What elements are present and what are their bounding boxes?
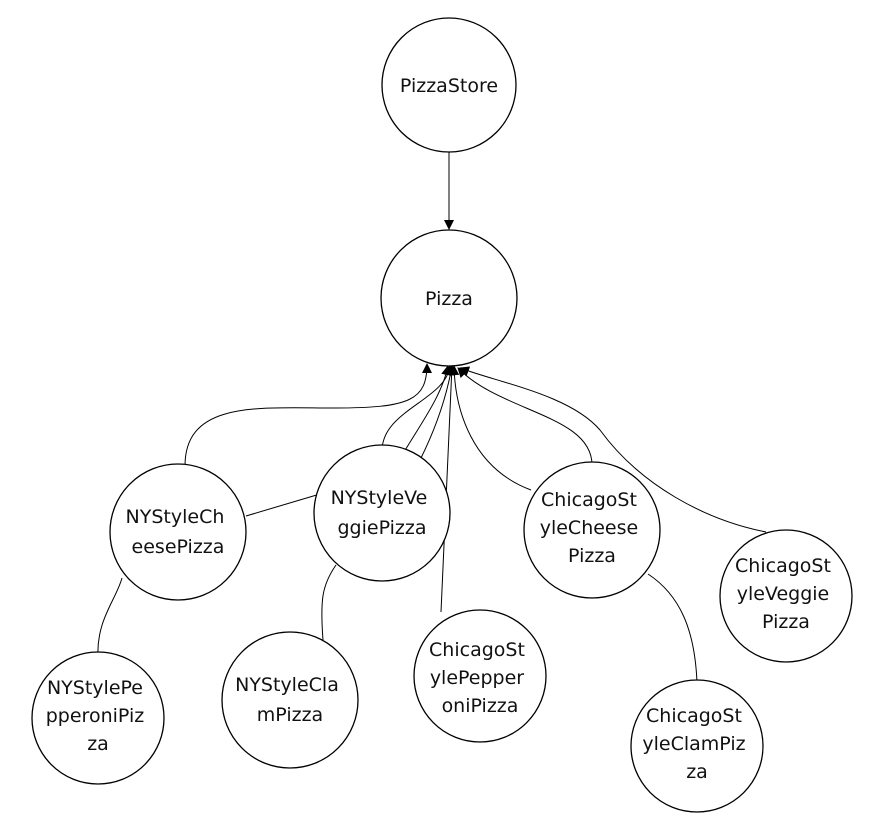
edge-chicagoclam-chicagocheese: [647, 573, 698, 684]
edge-chicagoclam-to-pizza: [449, 365, 532, 491]
edge-nycheese-to-pizza: [184, 363, 432, 467]
edge-nyclam-nyveggie: [321, 564, 337, 641]
node-nystylepepperonipizza-circle: [31, 651, 165, 785]
node-nystyleclampizza-circle: [221, 631, 359, 769]
node-nystylepepperonipizza: NYStylePe pperoniPiz za: [31, 651, 165, 785]
node-pizza-circle: [380, 229, 518, 367]
node-pizzastore-label: PizzaStore: [400, 75, 498, 97]
node-pizzastore: PizzaStore: [381, 17, 517, 153]
node-chicagostyleclampizza: ChicagoSt yleClamPiz za: [630, 679, 764, 813]
node-chicagostyleveggiepizza: ChicagoSt yleVeggie Pizza: [719, 529, 853, 663]
node-pizzastore-circle: [381, 17, 517, 153]
node-pizza-label: Pizza: [425, 288, 473, 310]
node-chicagostyleclampizza-label: ChicagoSt yleClamPiz za: [642, 705, 751, 783]
node-nystylecheesepizza-label: NYStyleCh eesePizza: [126, 506, 231, 558]
node-nystylecheesepizza: NYStyleCh eesePizza: [109, 463, 247, 601]
node-pizza: Pizza: [380, 229, 518, 367]
edge-nycheese-nyveggie: [245, 493, 321, 517]
edge-chicagopepperoni-to-pizza: [440, 365, 457, 613]
node-nystyleclampizza-label: NYStyleCla mPizza: [235, 674, 345, 726]
node-chicagostylepepperonipizza-label: ChicagoSt ylePepper oniPizza: [429, 639, 531, 717]
edge-chicagocheese-to-pizza: [457, 367, 593, 466]
node-chicagostyleveggiepizza-label: ChicagoSt yleVeggie Pizza: [735, 555, 837, 633]
node-chicagostylepepperonipizza: ChicagoSt ylePepper oniPizza: [413, 609, 547, 743]
edge-nypepperoni-nycheese: [97, 577, 123, 659]
node-nystylecheesepizza-circle: [109, 463, 247, 601]
edge-nyclam-to-pizza: [419, 365, 456, 461]
node-nystyleveggiepizza: NYStyleVe ggiePizza: [313, 444, 451, 582]
node-nystyleclampizza: NYStyleCla mPizza: [221, 631, 359, 769]
node-nystyleveggiepizza-label: NYStyleVe ggiePizza: [331, 487, 434, 539]
edge-chicagoveggie-to-pizza: [459, 366, 767, 533]
node-chicagostylecheesepizza: ChicagoSt yleCheese Pizza: [523, 461, 661, 599]
node-chicagostyleclampizza-circle: [630, 679, 764, 813]
edge-nyveggie-to-pizza: [381, 365, 454, 452]
node-nystylepepperonipizza-label: NYStylePe pperoniPiz za: [46, 677, 151, 755]
node-chicagostylecheesepizza-label: ChicagoSt yleCheese Pizza: [540, 489, 645, 567]
node-chicagostyleveggiepizza-circle: [719, 529, 853, 663]
node-chicagostylecheesepizza-circle: [523, 461, 661, 599]
edge-nypepperoni-to-pizza: [403, 365, 452, 453]
node-chicagostylepepperonipizza-circle: [413, 609, 547, 743]
node-nystyleveggiepizza-circle: [313, 444, 451, 582]
edges: [97, 152, 767, 684]
